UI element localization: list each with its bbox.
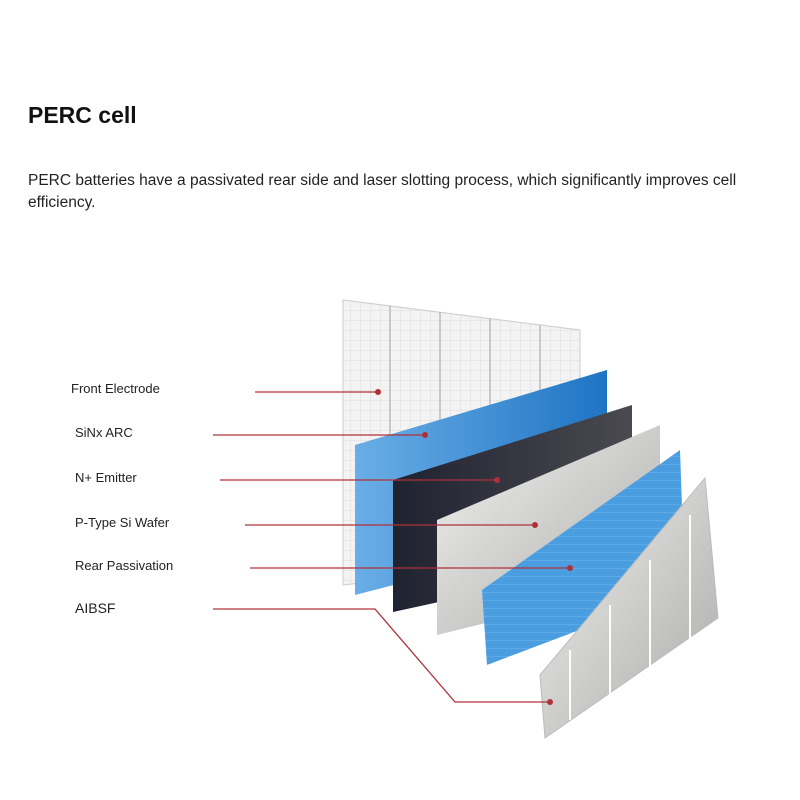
page-title: PERC cell: [28, 102, 137, 128]
label-p-type-wafer: P-Type Si Wafer: [75, 515, 170, 530]
rear-passivation-layer: [482, 450, 685, 665]
label-sinx-arc: SiNx ARC: [75, 425, 133, 440]
label-albsf: AIBSF: [75, 600, 116, 616]
leader-albsf: [213, 608, 550, 703]
label-rear-passivation: Rear Passivation: [75, 558, 174, 573]
label-n-emitter: N+ Emitter: [75, 470, 137, 485]
albsf-layer: [539, 476, 719, 739]
description: PERC batteries have a passivated rear si…: [28, 172, 737, 211]
label-front-electrode: Front Electrode: [71, 381, 160, 396]
